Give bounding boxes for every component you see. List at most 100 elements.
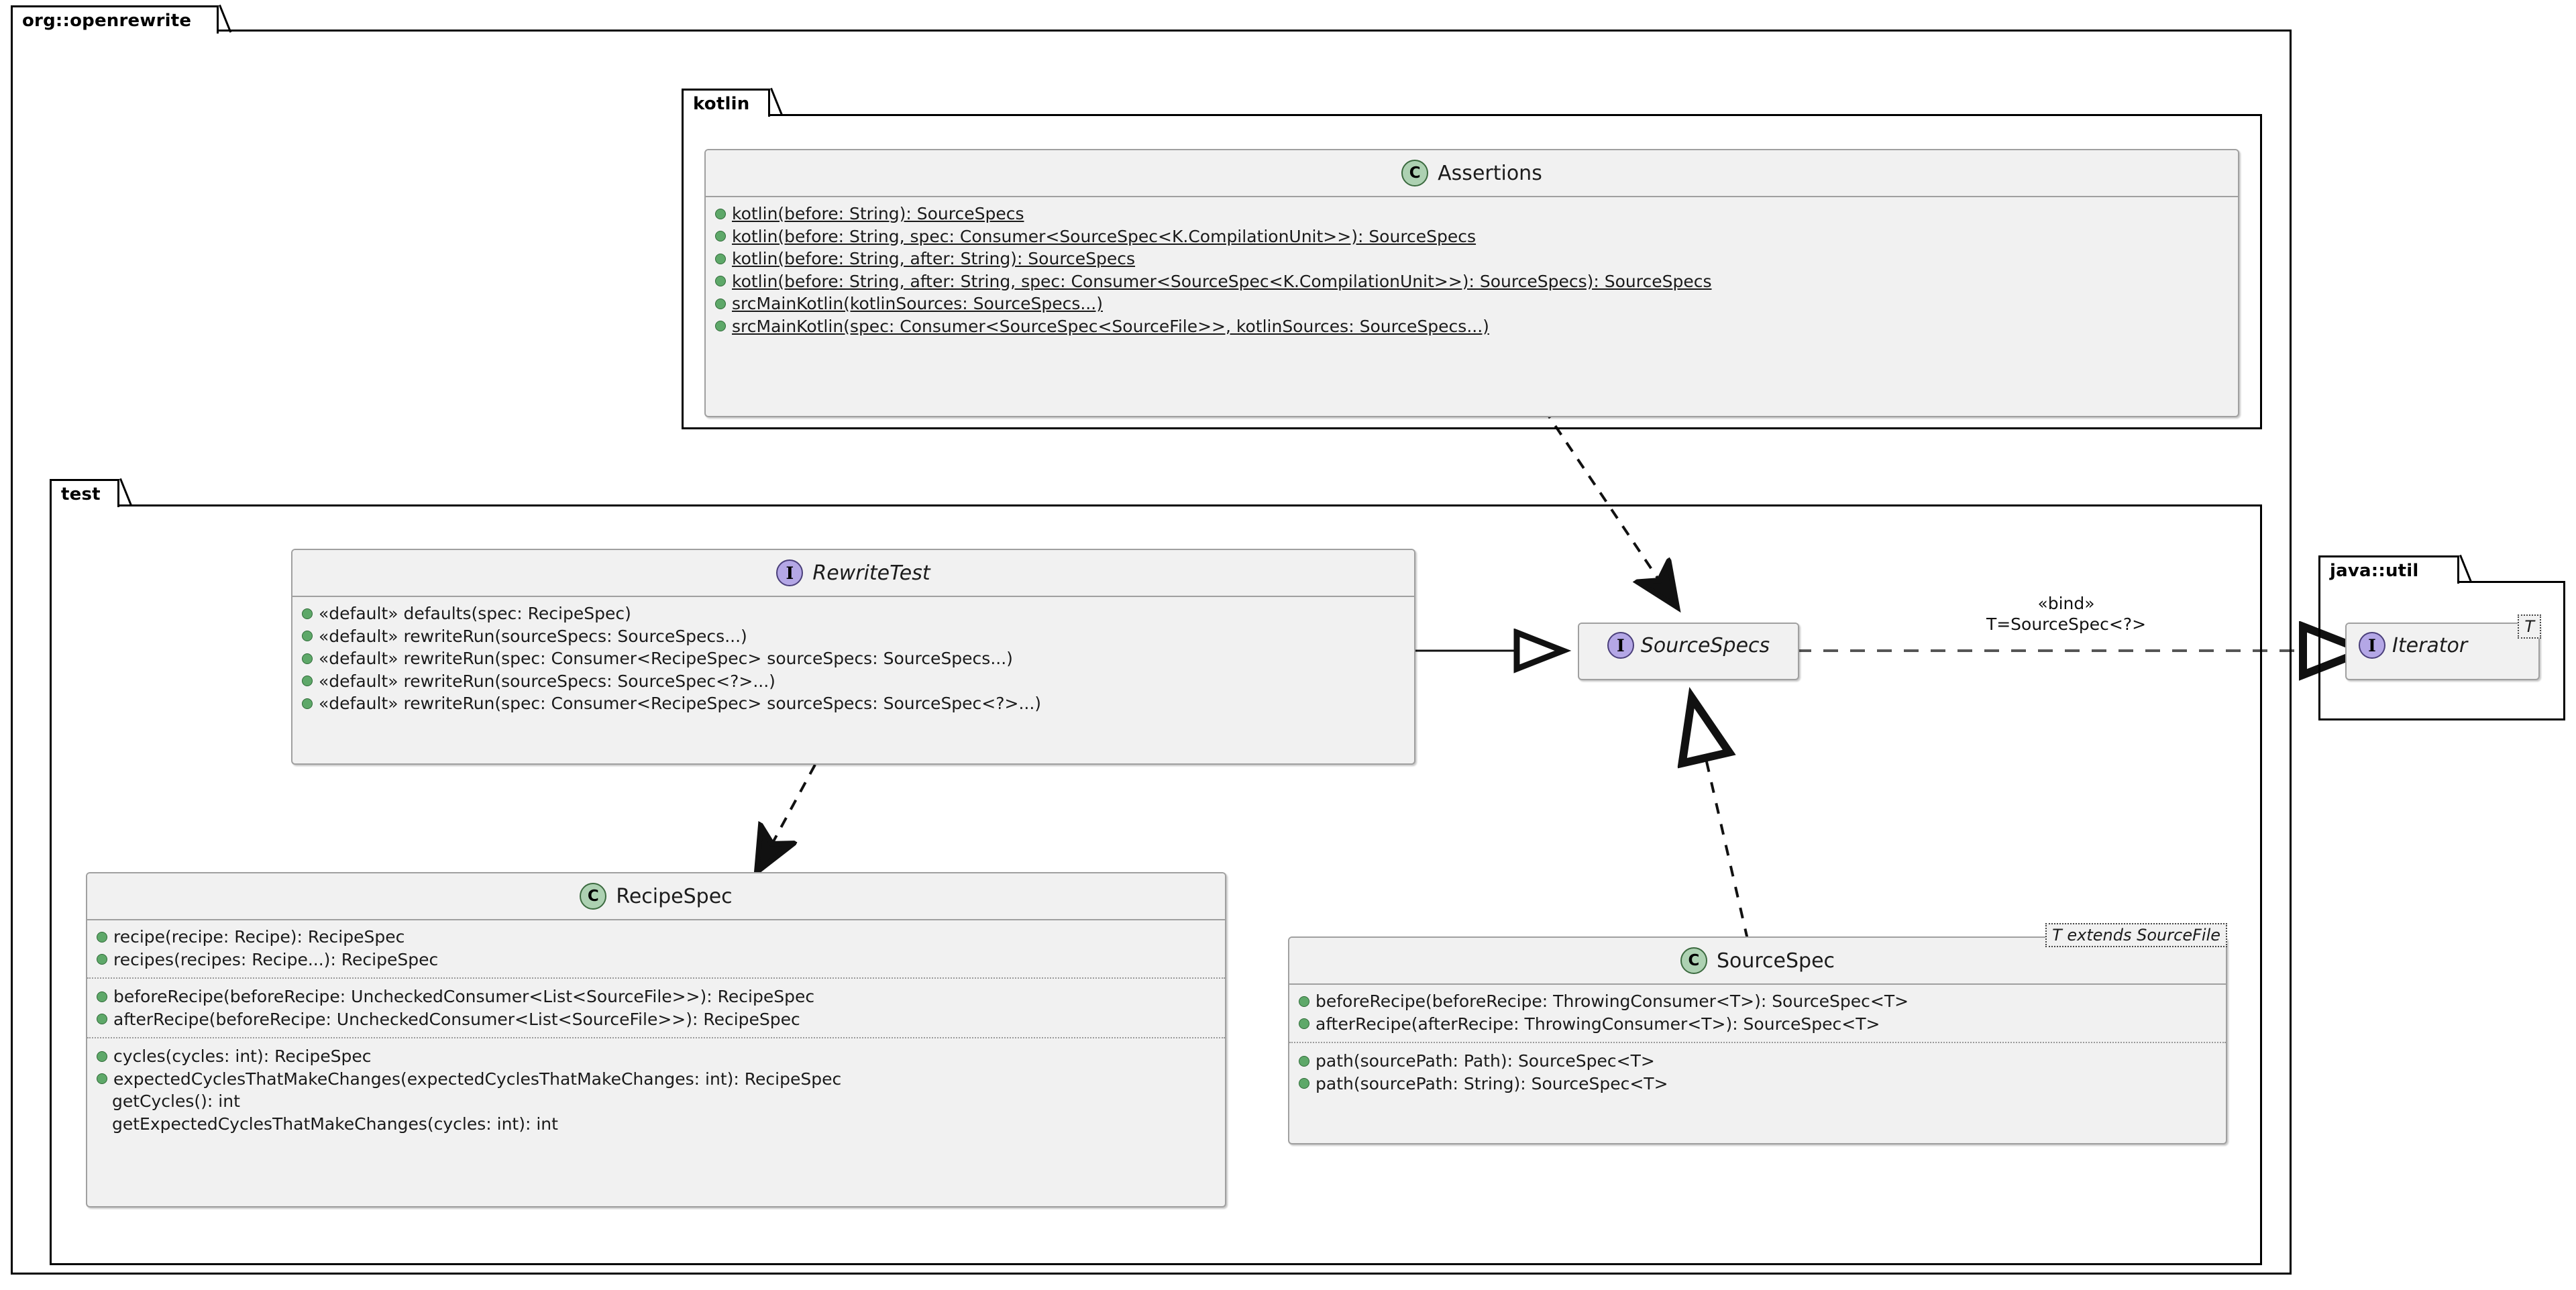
class-node-sourcespec-title: SourceSpec	[1716, 949, 1835, 973]
package-kotlin	[682, 114, 2262, 429]
package-java-util-label: java::util	[2330, 560, 2419, 581]
member-row[interactable]: path(sourcePath: String): SourceSpec<T>	[1289, 1073, 2226, 1095]
member-row[interactable]: kotlin(before: String, spec: Consumer<So…	[706, 225, 2238, 248]
member-label: getExpectedCyclesThatMakeChanges(cycles:…	[112, 1114, 558, 1134]
member-row[interactable]: «default» rewriteRun(sourceSpecs: Source…	[292, 670, 1414, 693]
member-row[interactable]: kotlin(before: String, after: String, sp…	[706, 270, 2238, 293]
package-org-openrewrite	[11, 30, 2292, 1275]
visibility-public-icon	[97, 1014, 107, 1025]
member-row[interactable]: beforeRecipe(beforeRecipe: UncheckedCons…	[87, 985, 1225, 1008]
member-label: recipes(recipes: Recipe...): RecipeSpec	[113, 949, 439, 969]
member-row[interactable]: getCycles(): int	[87, 1090, 1225, 1113]
visibility-public-icon	[97, 954, 107, 965]
class-node-sourcespec[interactable]: C SourceSpec T extends SourceFile before…	[1288, 923, 2227, 1144]
visibility-package-icon	[97, 1097, 106, 1106]
member-row[interactable]: afterRecipe(beforeRecipe: UncheckedConsu…	[87, 1008, 1225, 1031]
class-icon: C	[1680, 947, 1707, 974]
member-label: path(sourcePath: String): SourceSpec<T>	[1316, 1073, 1668, 1093]
class-node-assertions[interactable]: C Assertions kotlin(before: String): Sou…	[704, 149, 2239, 417]
interface-node-rewritetest-members: «default» defaults(spec: RecipeSpec) «de…	[292, 597, 1414, 722]
package-test-tab: test	[50, 479, 119, 507]
member-label: «default» rewriteRun(spec: Consumer<Reci…	[319, 694, 1042, 713]
interface-node-rewritetest[interactable]: I RewriteTest «default» defaults(spec: R…	[291, 549, 1415, 765]
visibility-public-icon	[715, 276, 726, 287]
member-label: beforeRecipe(beforeRecipe: UncheckedCons…	[113, 987, 815, 1006]
member-row[interactable]: afterRecipe(afterRecipe: ThrowingConsume…	[1289, 1013, 2226, 1036]
member-label: afterRecipe(beforeRecipe: UncheckedConsu…	[113, 1009, 800, 1029]
edge-label-bind: «bind» T=SourceSpec<?>	[1932, 593, 2200, 635]
package-test	[50, 504, 2262, 1265]
member-row[interactable]: path(sourcePath: Path): SourceSpec<T>	[1289, 1050, 2226, 1073]
interface-node-rewritetest-title: RewriteTest	[812, 561, 930, 585]
class-node-assertions-header: C Assertions	[706, 150, 2238, 197]
visibility-public-icon	[302, 608, 313, 619]
member-row[interactable]: expectedCyclesThatMakeChanges(expectedCy…	[87, 1068, 1225, 1091]
visibility-public-icon	[97, 1073, 107, 1085]
member-label: recipe(recipe: Recipe): RecipeSpec	[113, 927, 405, 947]
member-label: «default» defaults(spec: RecipeSpec)	[319, 604, 631, 623]
interface-node-sourcespecs[interactable]: I SourceSpecs	[1578, 623, 1799, 680]
package-org-openrewrite-label: org::openrewrite	[22, 10, 192, 31]
package-test-label: test	[61, 484, 101, 504]
member-row[interactable]: cycles(cycles: int): RecipeSpec	[87, 1045, 1225, 1068]
class-node-recipespec-title: RecipeSpec	[616, 884, 733, 908]
visibility-package-icon	[97, 1119, 106, 1128]
class-node-assertions-title: Assertions	[1438, 161, 1542, 185]
class-icon: C	[1401, 160, 1429, 186]
class-node-recipespec-header: C RecipeSpec	[87, 873, 1225, 920]
member-row[interactable]: recipes(recipes: Recipe...): RecipeSpec	[87, 949, 1225, 971]
member-row[interactable]: srcMainKotlin(kotlinSources: SourceSpecs…	[706, 292, 2238, 315]
member-label: srcMainKotlin(spec: Consumer<SourceSpec<…	[732, 316, 1489, 336]
interface-node-rewritetest-header: I RewriteTest	[292, 550, 1414, 597]
visibility-public-icon	[1299, 996, 1309, 1007]
member-row[interactable]: getExpectedCyclesThatMakeChanges(cycles:…	[87, 1113, 1225, 1136]
member-row[interactable]: «default» rewriteRun(spec: Consumer<Reci…	[292, 692, 1414, 715]
interface-node-sourcespecs-header: I SourceSpecs	[1579, 624, 1798, 667]
member-label: afterRecipe(afterRecipe: ThrowingConsume…	[1316, 1014, 1880, 1034]
member-row[interactable]: recipe(recipe: Recipe): RecipeSpec	[87, 926, 1225, 949]
visibility-public-icon	[1299, 1078, 1309, 1089]
visibility-public-icon	[97, 931, 107, 943]
package-kotlin-tab: kotlin	[682, 89, 770, 117]
edge-label-bind-binding: T=SourceSpec<?>	[1986, 614, 2147, 635]
member-label: cycles(cycles: int): RecipeSpec	[113, 1046, 372, 1066]
member-label: srcMainKotlin(kotlinSources: SourceSpecs…	[732, 294, 1103, 313]
interface-icon: I	[2359, 632, 2385, 659]
class-node-recipespec-group-3: cycles(cycles: int): RecipeSpec expected…	[87, 1037, 1225, 1142]
class-node-recipespec-group-2: beforeRecipe(beforeRecipe: UncheckedCons…	[87, 977, 1225, 1037]
visibility-public-icon	[715, 253, 726, 264]
member-row[interactable]: «default» rewriteRun(spec: Consumer<Reci…	[292, 647, 1414, 670]
type-parameter-badge-iterator: T	[2518, 614, 2541, 639]
member-label: kotlin(before: String, after: String, sp…	[732, 271, 1712, 291]
member-label: kotlin(before: String, after: String): S…	[732, 249, 1136, 268]
interface-node-iterator-title: Iterator	[2392, 633, 2468, 657]
interface-icon: I	[1607, 632, 1634, 659]
class-node-sourcespec-group-2: path(sourcePath: Path): SourceSpec<T> pa…	[1289, 1042, 2226, 1101]
visibility-public-icon	[1299, 1018, 1309, 1030]
visibility-public-icon	[1299, 1055, 1309, 1067]
package-java-util-tab: java::util	[2318, 555, 2459, 584]
member-label: path(sourcePath: Path): SourceSpec<T>	[1316, 1051, 1655, 1071]
interface-node-iterator[interactable]: I Iterator T	[2345, 614, 2541, 680]
package-org-openrewrite-tab: org::openrewrite	[11, 5, 219, 34]
class-node-sourcespec-group-1: beforeRecipe(beforeRecipe: ThrowingConsu…	[1289, 985, 2226, 1042]
member-row[interactable]: kotlin(before: String): SourceSpecs	[706, 203, 2238, 225]
member-row[interactable]: beforeRecipe(beforeRecipe: ThrowingConsu…	[1289, 990, 2226, 1013]
package-java-util-tab-slant	[2459, 554, 2473, 583]
package-kotlin-label: kotlin	[693, 93, 750, 114]
member-label: «default» rewriteRun(sourceSpecs: Source…	[319, 671, 775, 691]
class-node-sourcespec-header: C SourceSpec	[1289, 938, 2226, 985]
type-parameter-badge-sourcespec: T extends SourceFile	[2045, 923, 2227, 948]
member-label: «default» rewriteRun(spec: Consumer<Reci…	[319, 649, 1013, 668]
member-row[interactable]: «default» rewriteRun(sourceSpecs: Source…	[292, 625, 1414, 648]
member-row[interactable]: srcMainKotlin(spec: Consumer<SourceSpec<…	[706, 315, 2238, 338]
class-node-recipespec[interactable]: C RecipeSpec recipe(recipe: Recipe): Rec…	[86, 872, 1226, 1207]
member-row[interactable]: «default» defaults(spec: RecipeSpec)	[292, 602, 1414, 625]
visibility-public-icon	[97, 991, 107, 1002]
member-row[interactable]: kotlin(before: String, after: String): S…	[706, 248, 2238, 270]
member-label: getCycles(): int	[112, 1091, 240, 1111]
class-node-recipespec-group-1: recipe(recipe: Recipe): RecipeSpec recip…	[87, 920, 1225, 977]
interface-node-sourcespecs-title: SourceSpecs	[1640, 633, 1770, 657]
visibility-public-icon	[715, 298, 726, 309]
